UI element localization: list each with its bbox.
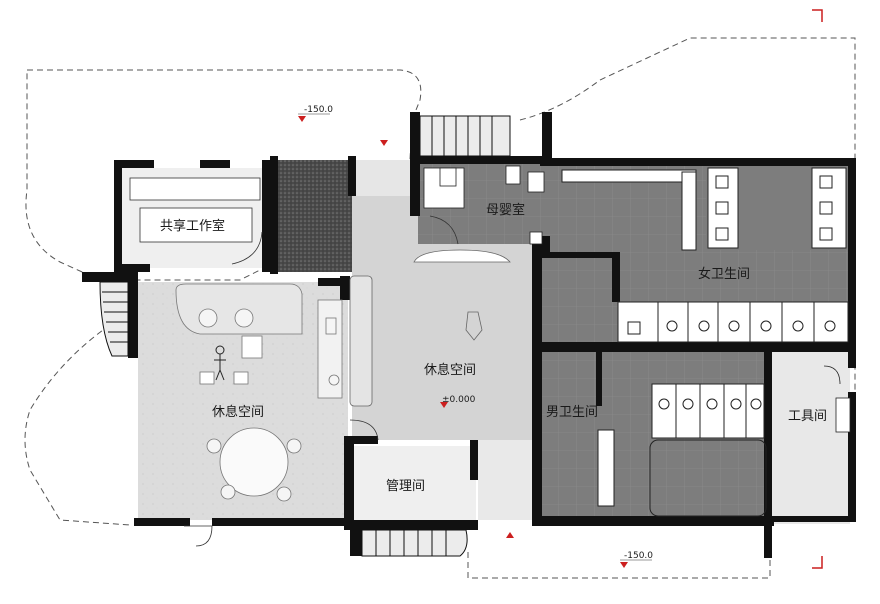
room-label-management-room: 管理间 xyxy=(386,479,425,494)
mother-baby-fixtures xyxy=(423,165,545,245)
management-room-floor xyxy=(352,446,476,522)
door-swings xyxy=(184,215,459,547)
top-stair xyxy=(419,115,511,157)
tool-room-door xyxy=(823,365,851,433)
planting-bed xyxy=(274,160,352,272)
corner-marker xyxy=(812,9,823,22)
level-markers xyxy=(298,116,628,568)
room-label-lounge-center: 休息空间 xyxy=(424,362,476,378)
site-boundary xyxy=(25,69,422,281)
room-label-shared-studio: 共享工作室 xyxy=(160,218,225,234)
studio-desks xyxy=(129,177,261,243)
site-boundary-left xyxy=(24,324,131,526)
lounge-center-furniture xyxy=(349,249,511,407)
tool-room-floor xyxy=(772,352,850,524)
room-label-tool-room: 工具间 xyxy=(788,409,827,424)
room-label-lounge-left: 休息空间 xyxy=(212,404,264,420)
corner-marker xyxy=(812,556,823,569)
site-boundary-right xyxy=(519,37,856,540)
level-label-top: -150.0 xyxy=(304,105,333,115)
room-label-mens-restroom: 男卫生间 xyxy=(546,405,598,420)
level-label-center: ±0.000 xyxy=(442,395,476,405)
level-label-bottom: -150.0 xyxy=(624,551,653,561)
walls xyxy=(82,112,856,558)
mens-fixtures xyxy=(597,383,767,517)
room-label-womens-restroom: 女卫生间 xyxy=(698,266,750,282)
corridor-floor xyxy=(352,160,410,196)
room-label-mother-baby: 母婴室 xyxy=(486,202,525,218)
person-figure xyxy=(214,345,226,381)
bottom-stair xyxy=(361,529,468,557)
site-boundary-bottom xyxy=(467,552,771,579)
left-stair xyxy=(99,281,129,357)
exit-landing xyxy=(478,440,540,520)
lounge-left-furniture xyxy=(175,283,343,502)
womens-stalls xyxy=(561,166,849,343)
